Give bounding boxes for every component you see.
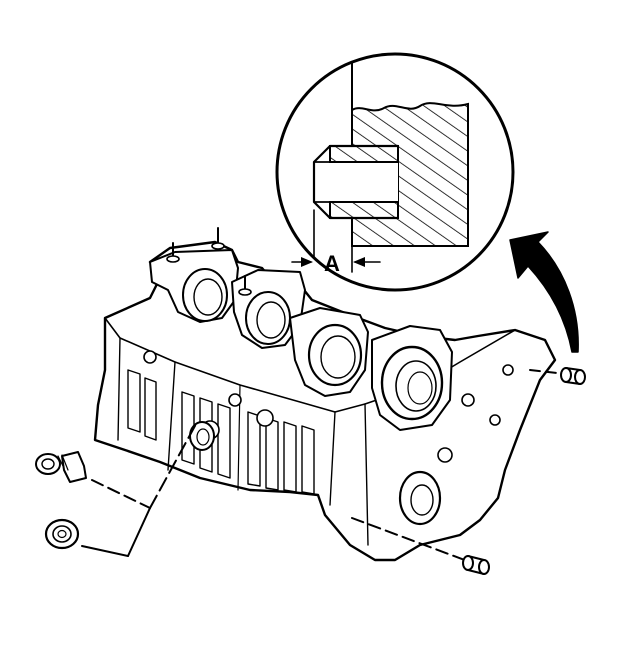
dimension-a: A: [291, 251, 381, 276]
dowel-pin-upper: [529, 367, 586, 385]
rear-bore: [398, 470, 442, 526]
magnified-detail: A: [275, 52, 515, 292]
threaded-gallery-plug: [35, 451, 87, 483]
plug-cup-outline: [312, 144, 400, 220]
front-gallery-bore: [189, 421, 215, 451]
plug-leader-lines: [81, 423, 197, 557]
block-ribs: [127, 369, 315, 495]
dowel-pin-lower: [351, 517, 490, 575]
plug-section: [330, 146, 398, 218]
bearing-cap-2: [231, 269, 306, 349]
engine-block-outline: [93, 240, 557, 562]
engine-block: [93, 227, 557, 562]
detail-callout-arrow: [509, 231, 579, 353]
bearing-cap-1: [149, 227, 239, 323]
cup-gallery-plug: [44, 518, 80, 550]
bearing-cap-4: [371, 325, 453, 431]
bearing-cap-3: [289, 307, 369, 397]
bore-wall-section: [351, 102, 469, 247]
dimension-label-a: A: [324, 251, 340, 276]
detail-circle-outline: [275, 52, 515, 292]
